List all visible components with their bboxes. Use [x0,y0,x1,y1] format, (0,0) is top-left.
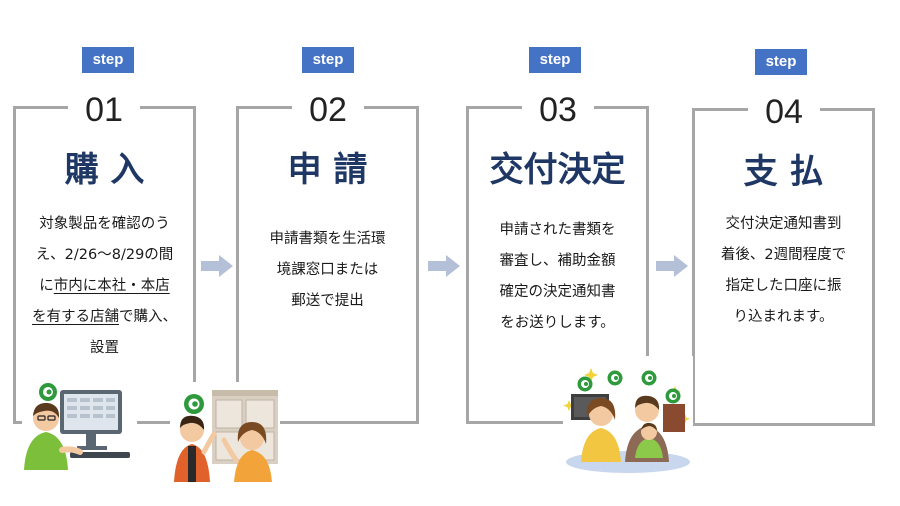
step-title: 購 入 [64,150,145,190]
step-description: 申請書類を生活環境課窓口または郵送で提出 [239,224,416,317]
description-line: 申請書類を生活環 [239,224,416,255]
description-text: で購入、 [119,309,177,325]
description-text: 審査し、補助金額 [499,253,616,269]
step-number: 02 [292,90,364,130]
description-line: 確定の決定通知書 [469,277,646,308]
description-line: 着後、2週間程度で [695,240,872,271]
step-number: 01 [68,90,140,130]
step-description: 交付決定通知書到着後、2週間程度で指定した口座に振り込まれます。 [695,209,872,333]
description-text: 交付決定通知書到 [725,216,842,232]
underlined-text: 市内に本社・本店 [53,278,170,294]
step-description: 対象製品を確認のうえ、2/26～8/29の間に市内に本社・本店を有する店舗で購入… [16,209,193,364]
step-title: 申 請 [287,150,368,190]
step-description: 申請された書類を審査し、補助金額確定の決定通知書をお送りします。 [469,215,646,339]
step-badge: step [755,49,807,75]
description-line: 対象製品を確認のう [16,209,193,240]
description-line: 交付決定通知書到 [695,209,872,240]
description-text: 境課窓口または [276,262,379,278]
step-badge: step [302,47,354,73]
person-at-computer-icon [22,378,137,470]
description-text: 着後、2週間程度で [720,247,847,263]
description-line: をお送りします。 [469,308,646,339]
step-title: 支 払 [743,152,824,192]
description-line: 審査し、補助金額 [469,246,646,277]
description-text: 申請書類を生活環 [269,231,386,247]
description-text: 設置 [90,340,119,356]
description-text: え、2/26～8/29の間 [35,247,174,263]
shop-clerk-and-customer-icon [170,382,280,482]
happy-family-icon [563,356,693,474]
underlined-text: を有する店舗 [32,309,119,325]
arrow-right-icon [428,255,460,277]
arrow-right-icon [656,255,688,277]
description-text: に [39,278,54,294]
description-text: をお送りします。 [500,315,615,331]
description-text: り込まれます。 [733,309,834,325]
description-line: え、2/26～8/29の間 [16,240,193,271]
description-text: 指定した口座に振 [725,278,842,294]
step-badge: step [82,47,134,73]
description-text: 対象製品を確認のう [39,216,170,232]
step-number: 04 [748,92,820,132]
description-line: を有する店舗で購入、 [16,302,193,333]
description-text: 申請された書類を [499,222,616,238]
description-line: 設置 [16,333,193,364]
description-line: 境課窓口または [239,255,416,286]
step-title: 交付決定 [489,150,626,190]
description-line: 申請された書類を [469,215,646,246]
arrow-right-icon [201,255,233,277]
description-text: 郵送で提出 [291,293,364,309]
step-number: 03 [522,90,594,130]
description-line: 郵送で提出 [239,286,416,317]
description-line: に市内に本社・本店 [16,271,193,302]
description-text: 確定の決定通知書 [499,284,616,300]
step-badge: step [529,47,581,73]
description-line: り込まれます。 [695,302,872,333]
description-line: 指定した口座に振 [695,271,872,302]
